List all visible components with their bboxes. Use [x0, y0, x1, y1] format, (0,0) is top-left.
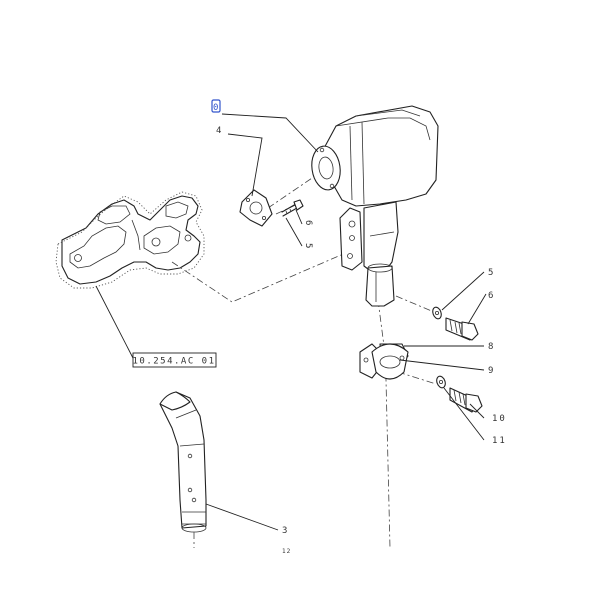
screw-upper — [281, 199, 304, 217]
centerline-vertical — [377, 299, 391, 549]
leader-0 — [221, 113, 319, 153]
centerline-flange — [267, 173, 319, 209]
callout-8: 8 — [488, 342, 493, 352]
callout-6b: 6 — [488, 291, 493, 301]
callout-5a: 5 — [303, 243, 313, 248]
gasket — [239, 189, 273, 227]
leader-9 — [399, 359, 485, 371]
exhaust-manifold — [55, 191, 205, 289]
callout-0: 0 — [213, 103, 218, 113]
muffler — [311, 105, 439, 307]
reference-box: 10.254.AC 01 — [132, 352, 217, 368]
pipe-clamp — [359, 343, 409, 380]
leader-10 — [469, 403, 485, 419]
leader-4 — [227, 133, 263, 197]
centerline-bolt-10 — [397, 371, 437, 385]
centerline-bolt-6 — [395, 295, 435, 313]
reference-box-label: 10.254.AC 01 — [132, 357, 215, 367]
leader-manifold — [95, 285, 135, 361]
leader-11 — [443, 387, 485, 441]
centerline-screw-6a — [275, 201, 303, 215]
bolt-washer-lower — [436, 375, 483, 413]
callout-10: 10 — [492, 414, 507, 424]
callout-9: 9 — [488, 366, 493, 376]
callout-12: 12 — [282, 548, 291, 555]
bolt-washer-upper — [432, 306, 479, 341]
callout-11: 11 — [492, 436, 507, 446]
leader-6a — [295, 209, 303, 225]
leader-5b — [441, 271, 485, 311]
leader-6b — [467, 293, 487, 325]
centerline-manifold-to-muffler — [171, 251, 349, 303]
callout-6a: 6 — [303, 220, 313, 225]
callout-5b: 5 — [488, 268, 493, 278]
highlight-marker — [211, 99, 221, 113]
leader-3 — [205, 503, 279, 531]
leader-5a — [285, 217, 303, 247]
callout-4: 4 — [216, 126, 221, 136]
tail-pipe — [159, 391, 207, 548]
callout-3: 3 — [282, 526, 287, 536]
